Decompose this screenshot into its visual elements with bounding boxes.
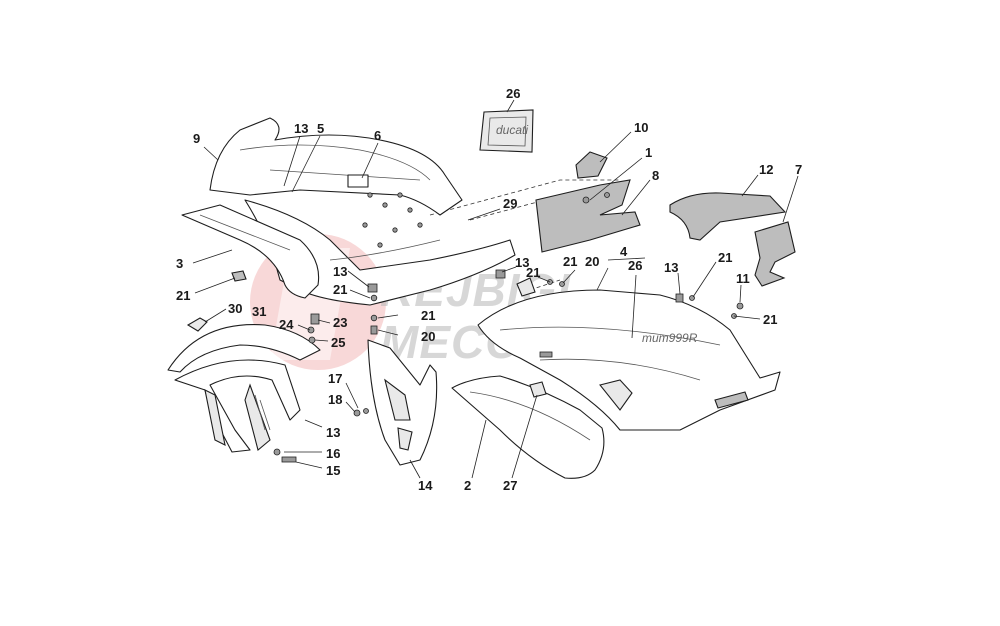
- callout-8: 8: [652, 168, 659, 183]
- plate-part-10: [575, 151, 608, 179]
- lower-fairing-part-4: mum999R: [477, 277, 781, 431]
- fairing-decal: mum999R: [642, 331, 698, 345]
- front-fender-part-15: [167, 323, 321, 453]
- callout-7: 7: [795, 162, 802, 177]
- callout-14: 13: [294, 121, 308, 136]
- callout-26: 26: [628, 258, 642, 273]
- hardware-20-21: [367, 283, 378, 335]
- callout-22: 23: [333, 315, 347, 330]
- callout-21-right-a: 21: [563, 254, 577, 269]
- callout-13-far-right: 13: [664, 260, 678, 275]
- hardware-right-13-21: [495, 269, 744, 319]
- callout-6: 6: [374, 128, 381, 143]
- hardware-17-18: [273, 448, 297, 463]
- hardware-22-23-24: [307, 313, 320, 344]
- callout-21-right-b: 21: [526, 265, 540, 280]
- callout-10: 10: [634, 120, 648, 135]
- bracket-part-7: [754, 221, 796, 287]
- tab-part-30: [186, 317, 208, 332]
- hardware-18-19: [353, 408, 369, 417]
- callout-28: 21: [176, 288, 190, 303]
- callout-13-left: 13: [333, 264, 347, 279]
- callout-5: 5: [317, 121, 324, 136]
- callout-19: 18: [328, 392, 342, 407]
- callout-18-lower: 16: [326, 446, 340, 461]
- clip-part-28: [231, 270, 247, 282]
- callout-3: 3: [176, 256, 183, 271]
- callout-4: 4: [620, 244, 628, 259]
- callout-21-far-right: 21: [718, 250, 732, 265]
- heat-shield-part-1-8: [535, 179, 641, 253]
- callout-23: 24: [279, 317, 294, 332]
- bracket-part-16: [367, 339, 438, 466]
- callout-1: 1: [645, 145, 652, 160]
- callout-24: 25: [331, 335, 345, 350]
- callout-31: 31: [252, 304, 266, 319]
- callout-16: 14: [418, 478, 433, 493]
- callout-21-mid: 21: [421, 308, 435, 323]
- bag-label: ducati: [496, 123, 528, 137]
- callout-29: 29: [503, 196, 517, 211]
- callout-2: 2: [464, 478, 471, 493]
- callout-20-right: 20: [585, 254, 599, 269]
- bag-part-25: ducati: [479, 109, 534, 153]
- callout-11: 11: [736, 271, 750, 286]
- callouts: 9 13 5 6 3 21 30 31 13 21 21 20 24 23 25…: [176, 86, 802, 493]
- callout-21-left: 21: [333, 282, 347, 297]
- callout-18-upper: 17: [328, 371, 342, 386]
- assembly-dashed-lines: [429, 179, 620, 291]
- upper-fairing-part-9: [209, 117, 463, 216]
- side-panel-part-3: [181, 204, 320, 299]
- shield-part-12: [669, 192, 787, 241]
- callout-15: 13: [326, 425, 340, 440]
- callout-30: 30: [228, 301, 242, 316]
- callout-9: 9: [193, 131, 200, 146]
- lower-panel-part-2: [451, 375, 605, 479]
- callout-27: 27: [503, 478, 517, 493]
- callout-20-mid: 20: [421, 329, 435, 344]
- label-plate-part-6: [347, 174, 369, 188]
- callout-17: 15: [326, 463, 340, 478]
- callout-25: 26: [506, 86, 520, 101]
- callout-12: 12: [759, 162, 773, 177]
- callout-21-edge: 21: [763, 312, 777, 327]
- callout-13-right: 13: [515, 255, 529, 270]
